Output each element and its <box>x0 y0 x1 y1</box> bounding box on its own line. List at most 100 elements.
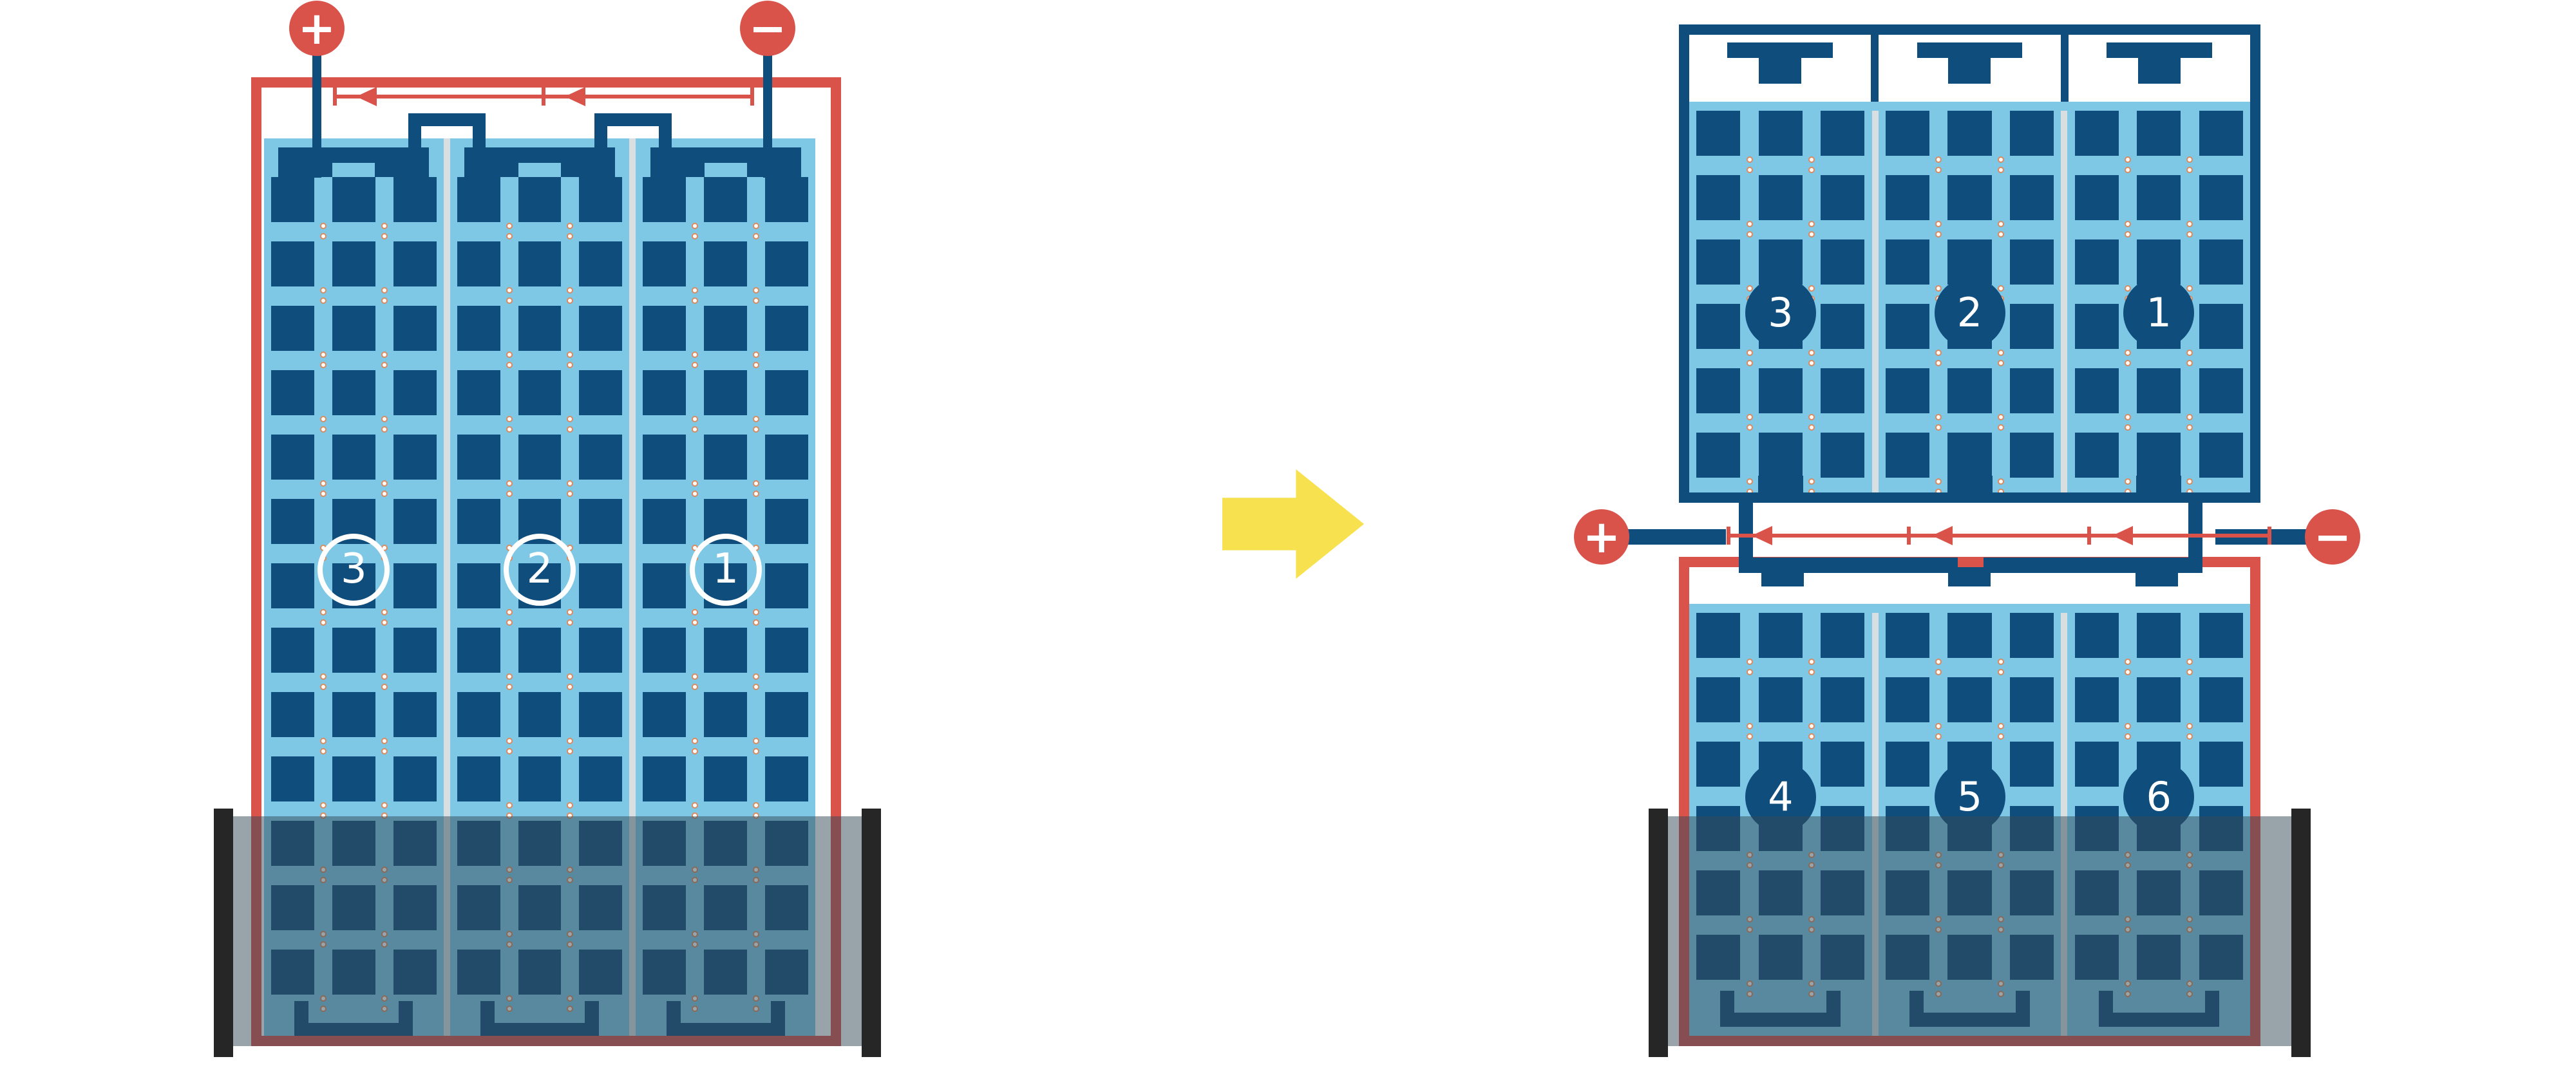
solar-cell <box>704 241 748 286</box>
solder-dots <box>381 416 388 433</box>
solar-cell <box>2199 613 2243 658</box>
dot <box>319 491 327 497</box>
solder-dots <box>319 351 327 368</box>
solar-cell <box>704 756 748 801</box>
series-bridge-bar <box>408 113 486 126</box>
cell-row <box>2067 239 2250 304</box>
solder-dots <box>567 351 574 368</box>
panel-section: 1 <box>2067 111 2250 492</box>
dot <box>506 233 513 239</box>
dot <box>381 619 388 626</box>
solar-cell <box>332 177 375 222</box>
current-arrow-icon <box>1752 526 1772 545</box>
solder-dots <box>567 673 574 690</box>
solder-dots <box>1935 723 1942 740</box>
solar-cell <box>1886 742 1930 787</box>
dot <box>753 480 760 487</box>
solder-dots <box>1997 414 2004 431</box>
dot <box>692 223 699 229</box>
solar-cell <box>2009 433 2054 478</box>
dot <box>319 748 327 754</box>
cell-row <box>450 435 630 499</box>
dot <box>2186 478 2193 485</box>
cell-row <box>2067 433 2250 492</box>
solar-cell <box>2199 677 2243 722</box>
cell-row <box>450 692 630 756</box>
solar-cell <box>271 177 315 222</box>
dot <box>2124 167 2131 173</box>
dot <box>692 426 699 433</box>
dot <box>692 802 699 809</box>
dot <box>1808 669 1815 675</box>
dot <box>2186 221 2193 227</box>
cell-row <box>1879 368 2061 433</box>
dot <box>1997 285 2004 292</box>
solder-dots <box>1997 156 2004 173</box>
cell-row <box>2067 175 2250 239</box>
dot <box>692 491 699 497</box>
solar-cell <box>643 692 687 737</box>
dot <box>381 416 388 422</box>
cell-row <box>264 563 444 628</box>
dot <box>319 362 327 368</box>
solar-cell <box>457 628 500 673</box>
bottom-bus-stub <box>1947 476 1993 492</box>
dot <box>2186 285 2193 292</box>
solar-cell <box>764 306 808 351</box>
dot <box>319 609 327 615</box>
dot <box>1808 489 1815 492</box>
solder-dots <box>1746 156 1753 173</box>
solder-dots <box>506 351 513 368</box>
dot <box>1746 659 1753 665</box>
top-busbar <box>650 147 801 177</box>
solder-dots <box>381 480 388 497</box>
solder-dots <box>506 673 513 690</box>
solar-cell <box>2074 111 2119 156</box>
dot <box>319 802 327 809</box>
solar-cell <box>579 563 623 608</box>
solder-dots <box>381 287 388 304</box>
dot <box>506 491 513 497</box>
dot <box>2186 350 2193 356</box>
dot <box>1746 285 1753 292</box>
solar-cell <box>1758 239 1803 285</box>
positive-terminal: + <box>1574 509 1629 565</box>
solar-cell <box>1696 368 1741 413</box>
solder-dots <box>1746 350 1753 366</box>
solder-dots <box>2124 414 2131 431</box>
dot <box>1935 167 1942 173</box>
dot <box>567 619 574 626</box>
right-top-module-strip <box>1689 35 2250 102</box>
dot <box>1935 424 1942 431</box>
dot <box>692 362 699 368</box>
solar-cell <box>1821 368 1865 413</box>
cell-row <box>1689 111 1872 175</box>
dot <box>2186 733 2193 740</box>
module-bus <box>1879 35 2069 102</box>
shade-overlay <box>1649 816 2311 1046</box>
module-busbar <box>1727 42 1833 58</box>
solar-cell <box>2137 677 2181 722</box>
solar-cell <box>579 499 623 544</box>
solar-cell <box>579 177 623 222</box>
solar-cell <box>579 435 623 480</box>
dot <box>1746 424 1753 431</box>
solar-cell <box>332 756 375 801</box>
dot <box>506 362 513 368</box>
solar-cell <box>393 177 437 222</box>
dot <box>506 287 513 294</box>
dot <box>1808 478 1815 485</box>
solder-dots <box>1935 659 1942 675</box>
dot <box>692 738 699 744</box>
dot <box>319 480 327 487</box>
solder-dots <box>2124 221 2131 238</box>
cell-row <box>636 241 815 306</box>
solar-cell <box>764 241 808 286</box>
solar-cell <box>1947 677 1992 722</box>
dot <box>1935 723 1942 729</box>
solar-cell <box>1696 175 1741 220</box>
solder-dots <box>567 738 574 754</box>
dot <box>506 673 513 680</box>
cell-row <box>1689 433 1872 492</box>
solar-cell <box>1886 613 1930 658</box>
